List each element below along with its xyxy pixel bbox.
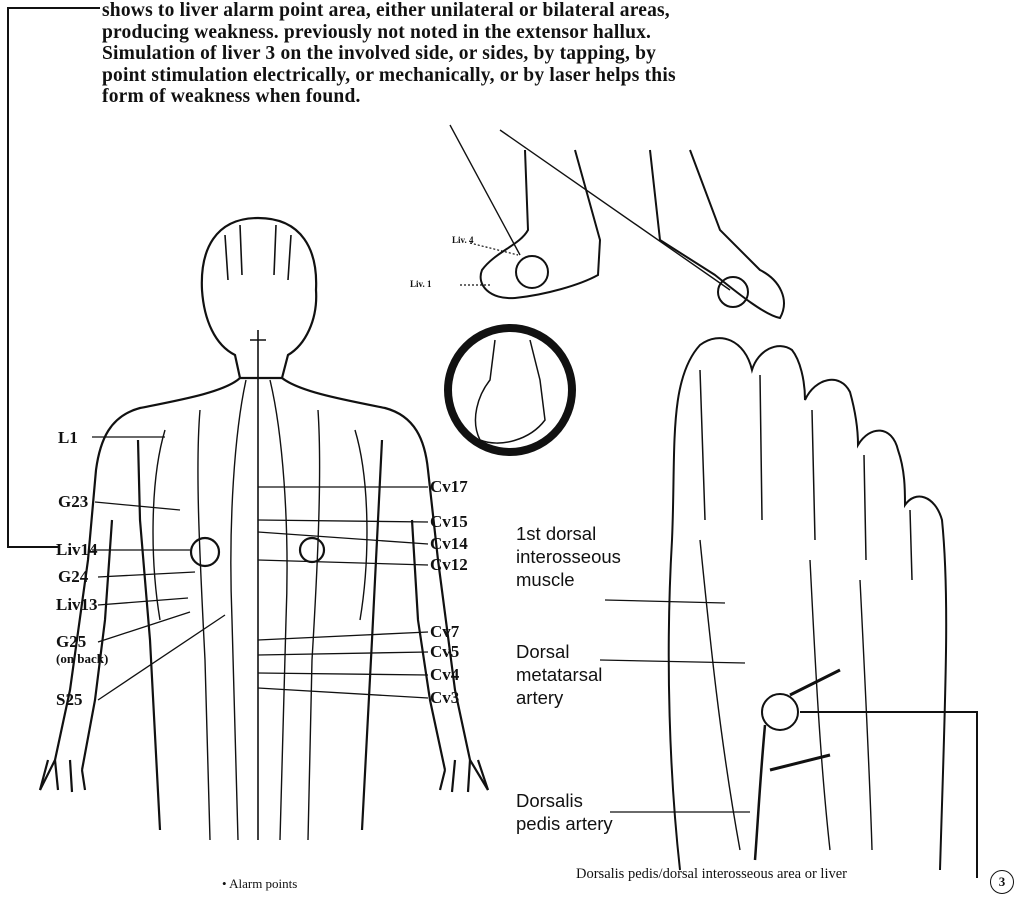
label-cv12: Cv12 [430,555,468,575]
label-cv4: Cv4 [430,665,459,685]
label-cv15: Cv15 [430,512,468,532]
connector-bracket-right [800,712,977,878]
label-line: 1st dorsal [516,522,621,545]
label-dorsal-metatarsal-artery: Dorsal metatarsal artery [516,640,602,709]
marker-number: 3 [999,874,1006,889]
label-line: pedis artery [516,812,613,835]
label-cv7: Cv7 [430,622,459,642]
label-liv4: Liv. 4 [452,235,474,245]
inset-circle [448,328,572,452]
label-s25: S25 [56,690,82,710]
label-g25: G25 [56,632,86,652]
label-l1: L1 [58,428,78,448]
label-line: Dorsal [516,640,602,663]
label-cv5: Cv5 [430,642,459,662]
label-liv1: Liv. 1 [410,279,432,289]
label-cv17: Cv17 [430,477,468,497]
label-liv14: Liv14 [56,540,98,560]
label-line: interosseous [516,545,621,568]
caption-alarm-points: • Alarm points [222,876,297,892]
label-g24: G24 [58,567,88,587]
label-line: metatarsal [516,663,602,686]
label-line: Dorsalis [516,789,613,812]
foot-detail-figure [600,338,946,870]
caption-foot-detail: Dorsalis pedis/dorsal interosseous area … [576,866,847,883]
label-g23: G23 [58,492,88,512]
label-dorsalis-pedis-artery: Dorsalis pedis artery [516,789,613,835]
caption-alarm-points-text: Alarm points [229,876,297,891]
label-line: muscle [516,568,621,591]
label-liv13: Liv13 [56,595,98,615]
marker-circle: 3 [990,870,1014,894]
label-interosseous-muscle: 1st dorsal interosseous muscle [516,522,621,591]
label-on-back: (on back) [56,651,108,667]
label-cv3: Cv3 [430,688,459,708]
feet-figure [450,125,784,318]
label-cv14: Cv14 [430,534,468,554]
label-line: artery [516,686,602,709]
connector-bracket [8,8,100,547]
body-figure [40,218,488,840]
